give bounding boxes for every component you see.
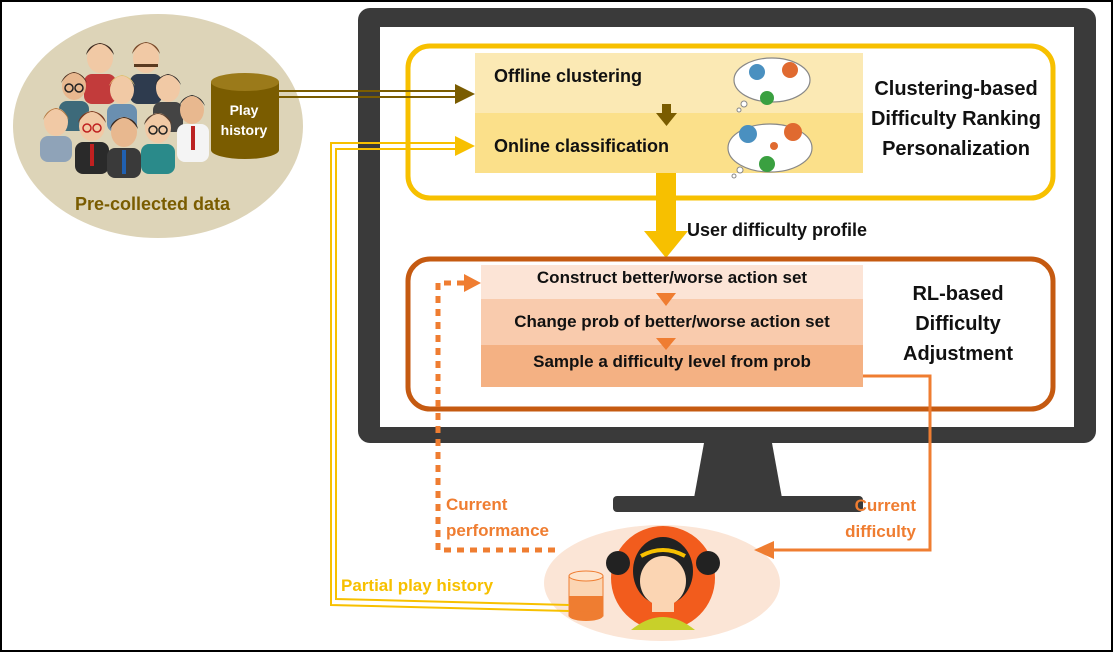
partial-history-arrow xyxy=(330,136,570,612)
clustering-module-box xyxy=(405,43,1056,201)
current-difficulty-line1: Current xyxy=(854,496,916,515)
current-performance-line2: performance xyxy=(446,521,549,540)
current-difficulty-label: Current difficulty xyxy=(838,493,916,545)
clustering-module-title: Clustering-based Difficulty Ranking Pers… xyxy=(866,74,1046,164)
current-performance-arrow xyxy=(435,274,555,553)
person-icon xyxy=(75,111,109,174)
person-icon xyxy=(141,113,175,174)
rl-title-line2: Difficulty xyxy=(915,313,1001,335)
current-performance-label: Current performance xyxy=(446,492,549,544)
rl-module-title: RL-based Difficulty Adjustment xyxy=(878,279,1038,369)
clustering-title-line1: Clustering-based xyxy=(874,78,1038,100)
online-cluster-cloud-icon xyxy=(727,123,813,179)
profile-flow-arrow xyxy=(644,173,688,258)
rl-step-arrow-icon xyxy=(656,338,676,350)
offline-cluster-cloud-icon xyxy=(733,57,811,113)
clustering-title-line3: Personalization xyxy=(882,138,1030,160)
rl-title-line3: Adjustment xyxy=(903,343,1013,365)
clustering-title-line2: Difficulty Ranking xyxy=(870,108,1041,130)
rl-step2-panel xyxy=(481,299,863,345)
rl-step3-label: Sample a difficulty level from prob xyxy=(533,352,811,371)
current-difficulty-arrow xyxy=(754,374,932,559)
rl-step1-label: Construct better/worse action set xyxy=(536,268,808,287)
player-avatar-icon xyxy=(606,526,720,630)
play-history-database-icon xyxy=(211,73,279,159)
db-label-line2: history xyxy=(220,122,268,138)
rl-module-box xyxy=(405,256,1056,412)
rl-step2-label: Change prob of better/worse action set xyxy=(514,312,830,331)
precollected-caption: Pre-collected data xyxy=(75,194,231,214)
partial-play-history-label: Partial play history xyxy=(341,576,494,595)
person-icon xyxy=(130,42,162,104)
online-classification-label: Online classification xyxy=(494,136,670,156)
person-icon xyxy=(40,108,72,162)
rl-step-arrow-icon xyxy=(656,293,676,306)
db-label-line1: Play xyxy=(229,102,259,118)
person-icon xyxy=(84,43,116,104)
monitor-neck xyxy=(694,443,782,498)
user-difficulty-profile-label: User difficulty profile xyxy=(687,220,868,240)
offline-to-online-arrow-icon xyxy=(656,104,677,126)
history-to-offline-arrow xyxy=(279,84,475,104)
current-performance-line1: Current xyxy=(446,495,508,514)
monitor-base xyxy=(613,496,863,512)
offline-clustering-label: Offline clustering xyxy=(494,66,643,86)
people-crowd-icon xyxy=(40,42,209,178)
current-difficulty-line2: difficulty xyxy=(845,522,916,541)
person-icon xyxy=(107,117,141,178)
rl-step3-panel xyxy=(481,345,863,387)
rl-title-line1: RL-based xyxy=(912,283,1004,305)
person-icon xyxy=(177,95,209,162)
partial-history-cup-icon xyxy=(568,570,604,621)
